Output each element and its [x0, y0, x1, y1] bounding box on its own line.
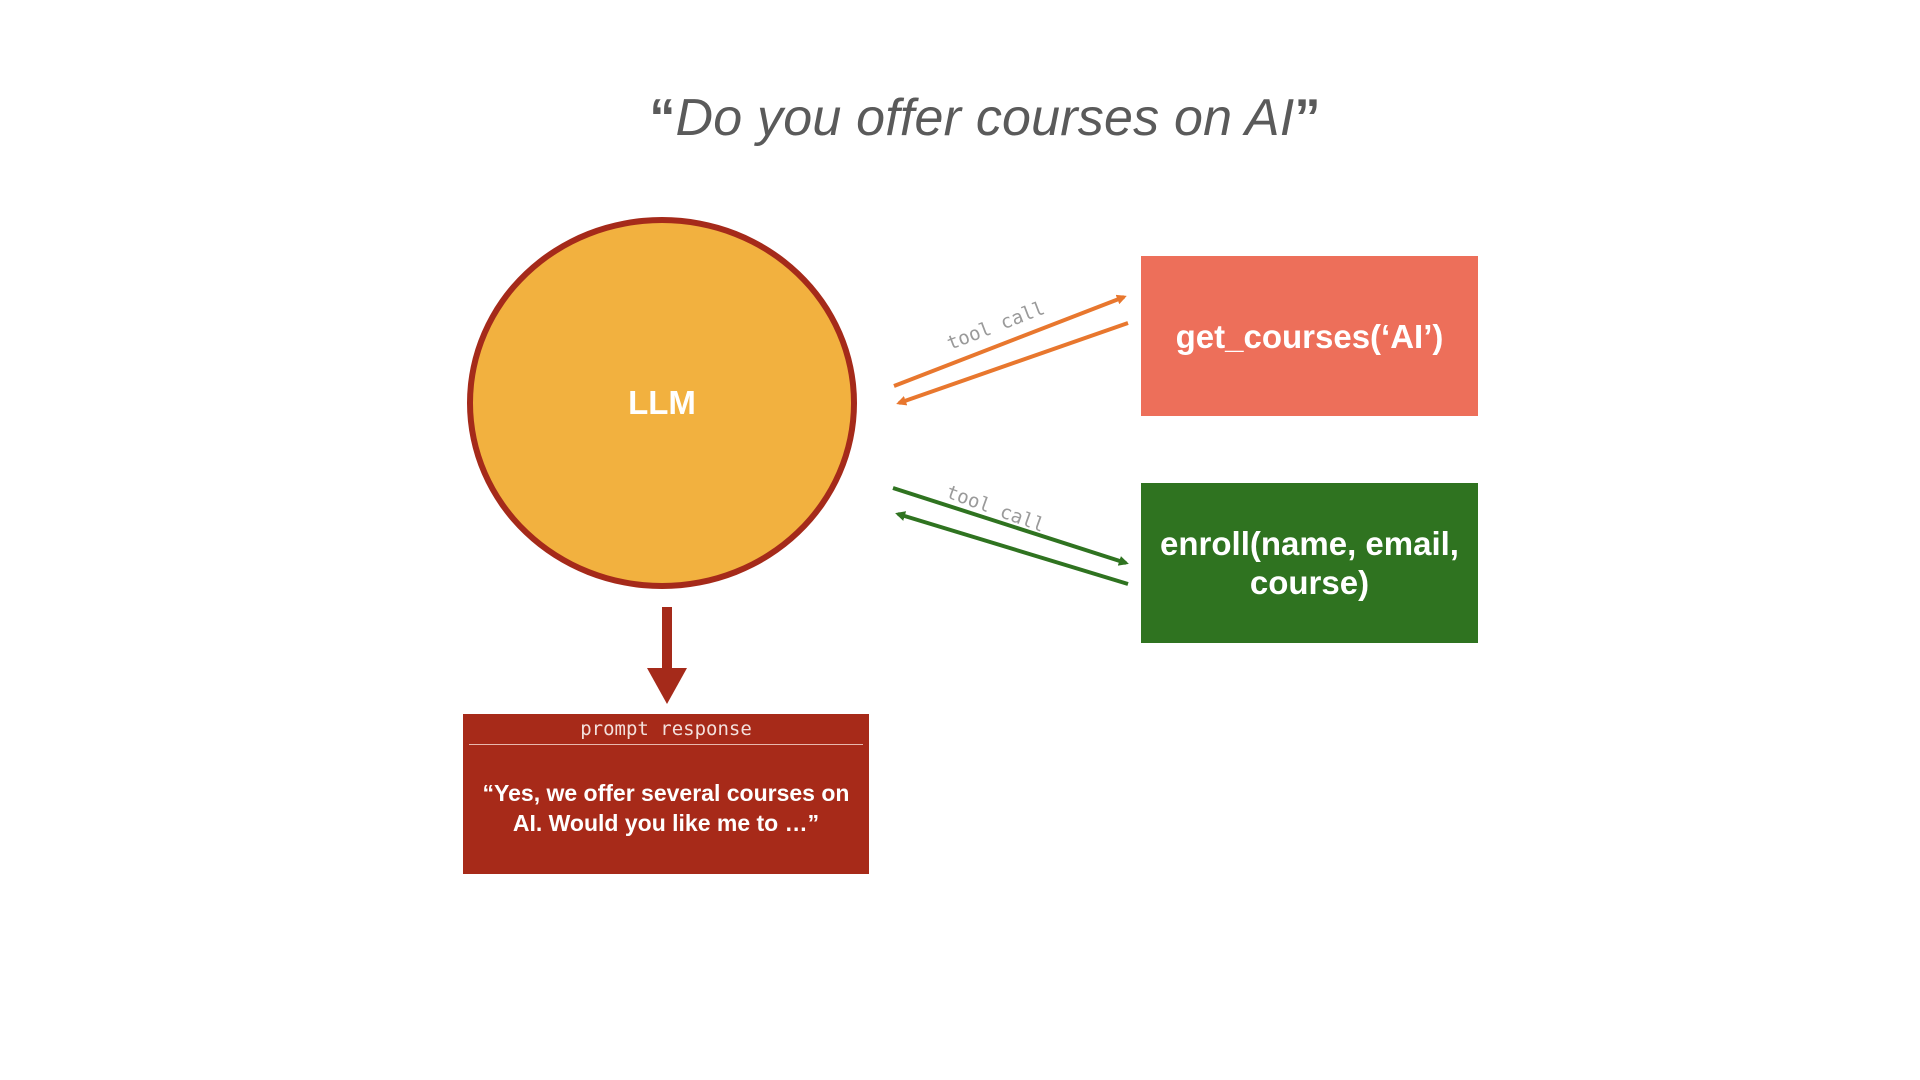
arrow-head-llm-to-response [647, 668, 687, 704]
llm-label: LLM [628, 384, 696, 421]
prompt-response-header: prompt response [469, 714, 863, 745]
arrow-enroll-to-llm [895, 511, 1129, 586]
get-courses-label: get_courses(‘AI’) [1175, 317, 1444, 355]
arrow-llm-to-get-courses [893, 294, 1127, 388]
enroll-label: enroll(name, email, course) [1160, 525, 1459, 601]
title-text: Do you offer courses on AI [675, 89, 1295, 147]
get-courses-tool-box: get_courses(‘AI’) [1141, 256, 1478, 416]
page-title: “Do you offer courses on AI” [0, 88, 1920, 148]
title-close-quote: ” [1294, 89, 1321, 147]
prompt-response-text: “Yes, we offer several courses on AI. Wo… [482, 780, 850, 836]
arrow-llm-to-enroll [892, 486, 1129, 566]
tool-call-label-top: tool call [944, 297, 1048, 354]
tool-call-label-bottom: tool call [943, 481, 1047, 537]
prompt-response-box: prompt response “Yes, we offer several c… [463, 714, 869, 874]
title-open-quote: “ [649, 89, 676, 147]
arrow-get-courses-to-llm [896, 321, 1129, 406]
llm-node: LLM [467, 217, 857, 589]
enroll-tool-box: enroll(name, email, course) [1141, 483, 1478, 643]
